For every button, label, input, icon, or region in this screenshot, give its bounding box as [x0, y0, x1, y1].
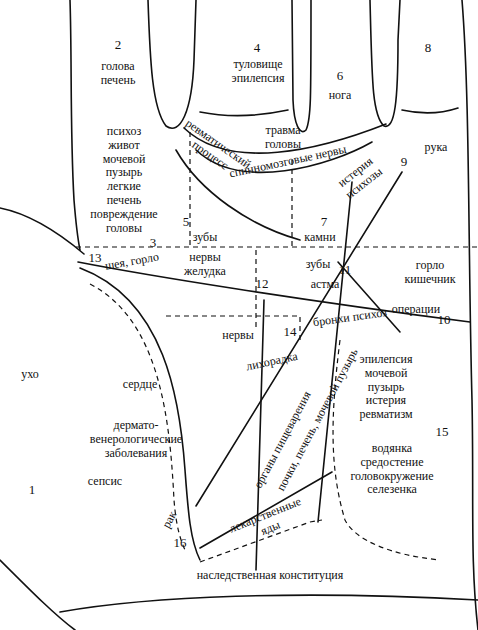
finger-outline: [70, 0, 80, 250]
zone-label: сепсис: [88, 475, 122, 489]
zone-label: эпилепсия мочевой пузырь истерия ревмати…: [359, 353, 412, 422]
zone-label: астма: [311, 278, 340, 292]
zone-label: ревматический процесс: [175, 117, 254, 184]
zone-label: истерия психозы: [335, 154, 385, 202]
head-line: [78, 262, 470, 322]
wrist-crease: [60, 595, 478, 612]
zone-boundary: [291, 160, 292, 250]
zone-label: рука: [425, 141, 448, 155]
callout-number: 8: [425, 41, 432, 56]
zone-label: психоз живот мочевой пузырь легкие печен…: [90, 125, 157, 235]
callout-number: 9: [401, 155, 408, 170]
callout-number: 11: [339, 263, 352, 278]
callout-number: 15: [436, 425, 449, 440]
finger-crease: [200, 110, 288, 116]
callout-number: 10: [438, 313, 451, 328]
zone-label: операции: [392, 303, 440, 317]
zone-label: лихорадка: [245, 350, 299, 374]
thumb-web: [0, 208, 84, 254]
thumb-edge: [0, 560, 75, 630]
zone-boundary: [90, 284, 186, 552]
callout-number: 2: [115, 38, 122, 53]
hand-edge: [462, 0, 478, 630]
finger-crease: [402, 108, 458, 113]
zone-label: зубы: [193, 231, 218, 245]
zone-label: шея, горло: [104, 250, 160, 273]
callout-number: 12: [256, 277, 269, 292]
callout-number: 6: [337, 69, 344, 84]
zone-boundary: [76, 246, 478, 247]
zone-label: голова печень: [101, 60, 136, 88]
zone-label: водянка средостение головокружение селез…: [350, 442, 433, 497]
zone-label: бронхи психоз: [312, 306, 388, 330]
zone-label: нервы: [222, 329, 253, 343]
callout-number: 16: [174, 536, 187, 551]
finger-gap: [292, 0, 311, 132]
zone-label: рак: [160, 509, 180, 531]
callout-number: 1: [29, 483, 36, 498]
callout-number: 5: [183, 215, 190, 230]
zone-label: туловище эпилепсия: [232, 58, 285, 86]
zone-label: лекарственные яды: [228, 495, 309, 549]
zone-label: нервы желудка: [184, 251, 226, 279]
zone-label: наследственная конституция: [197, 569, 344, 583]
finger-gap: [148, 0, 196, 128]
zone-label: дермато-венерологические заболевания: [90, 419, 182, 460]
zone-label: зубы: [306, 258, 331, 272]
zone-label: нога: [329, 89, 352, 103]
callout-number: 4: [254, 41, 261, 56]
zone-label: горло кишечник: [404, 259, 455, 287]
life-line: [80, 268, 200, 560]
finger-gap: [370, 0, 400, 126]
callout-number: 3: [150, 236, 157, 251]
zone-label: сердце: [123, 378, 158, 392]
callout-number: 14: [284, 325, 297, 340]
zone-label: камни: [304, 231, 335, 245]
zone-label: ухо: [21, 368, 39, 382]
zone-label: травма головы: [265, 124, 301, 152]
callout-number: 13: [89, 251, 102, 266]
callout-number: 7: [321, 215, 328, 230]
